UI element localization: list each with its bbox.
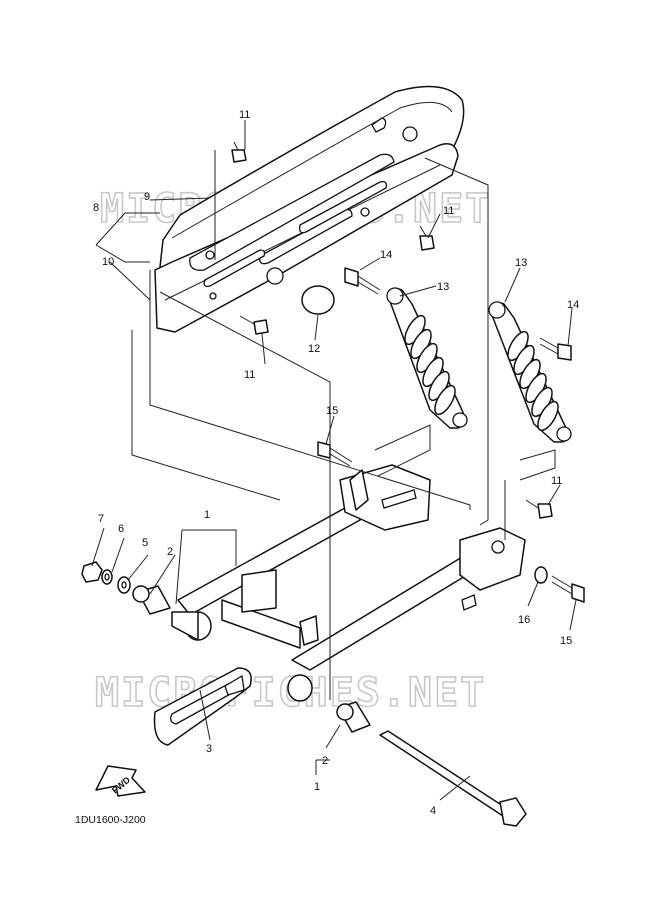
callout-11-lower: 11 bbox=[244, 369, 255, 381]
callout-11-mid: 11 bbox=[551, 475, 562, 487]
bolt-11-mid bbox=[525, 499, 553, 519]
callout-14-right: 14 bbox=[567, 299, 579, 311]
callout-1-upper: 1 bbox=[204, 509, 210, 521]
fwd-arrow: FWD bbox=[95, 765, 146, 797]
callout-6: 6 bbox=[118, 523, 124, 535]
bolt-14-left bbox=[344, 267, 381, 295]
callout-9: 9 bbox=[144, 191, 150, 203]
callout-5: 5 bbox=[142, 537, 148, 549]
bolt-11-lower bbox=[239, 315, 269, 335]
callout-13-left: 13 bbox=[437, 281, 449, 293]
callout-13-right: 13 bbox=[515, 257, 527, 269]
callout-10: 10 bbox=[102, 256, 114, 268]
callout-3: 3 bbox=[206, 743, 212, 755]
callout-7: 7 bbox=[98, 513, 104, 525]
pivot-shaft bbox=[379, 730, 527, 827]
bolt-14-right bbox=[539, 337, 572, 361]
cap-12 bbox=[301, 285, 335, 315]
leader-lines bbox=[91, 120, 577, 801]
callout-11-top: 11 bbox=[239, 109, 250, 121]
callout-1-lower: 1 bbox=[314, 781, 320, 793]
callout-12: 12 bbox=[308, 343, 320, 355]
chain-case bbox=[154, 85, 465, 333]
callout-8: 8 bbox=[93, 202, 99, 214]
callout-16: 16 bbox=[518, 614, 530, 626]
callout-11-right: 11 bbox=[443, 205, 454, 217]
bushing-2-lower bbox=[336, 701, 371, 733]
shock-left bbox=[386, 287, 468, 429]
callout-2-left: 2 bbox=[167, 546, 173, 558]
callout-4: 4 bbox=[430, 805, 436, 817]
shock-right bbox=[488, 301, 572, 443]
washer-16 bbox=[534, 566, 548, 584]
callout-15-bottom: 15 bbox=[560, 635, 572, 647]
swingarm bbox=[171, 464, 526, 702]
bushing-2-left bbox=[132, 585, 171, 615]
diagram-code: 1DU1600-J200 bbox=[75, 814, 146, 826]
bolt-11-top bbox=[231, 141, 247, 163]
callout-14-left: 14 bbox=[380, 249, 392, 261]
bolt-15-bottom bbox=[551, 575, 585, 603]
callout-2-lower: 2 bbox=[322, 755, 328, 767]
callout-15-top: 15 bbox=[326, 405, 338, 417]
nut-7 bbox=[81, 561, 103, 583]
bolt-11-right bbox=[419, 225, 435, 251]
